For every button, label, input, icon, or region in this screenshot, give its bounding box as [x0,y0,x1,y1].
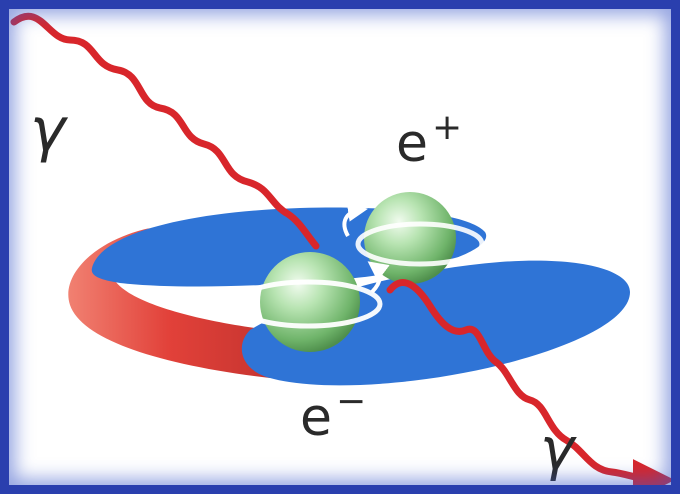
orbit-plane-rim [68,228,270,378]
electron-orbit-ring [233,279,383,329]
positron-label-base: e [396,114,428,174]
gamma-label-outgoing: γ [540,415,575,483]
positron-spin-arrow [342,201,368,237]
electron-label: e− [300,384,366,445]
positron-label-charge: + [432,107,463,148]
incoming-photon-wave [10,12,320,250]
gamma-label-incoming: γ [30,95,66,165]
positron-particle [342,192,485,284]
positron-orbit-ring [355,221,485,267]
outgoing-photon-wave [386,279,675,494]
electron-particle [233,252,390,352]
electron-label-base: e [300,388,332,448]
positron-label: e+ [396,110,462,171]
electron-label-charge: − [336,381,367,422]
electron-spin-arrow [367,261,390,294]
orbit-plane-lower [241,260,630,386]
